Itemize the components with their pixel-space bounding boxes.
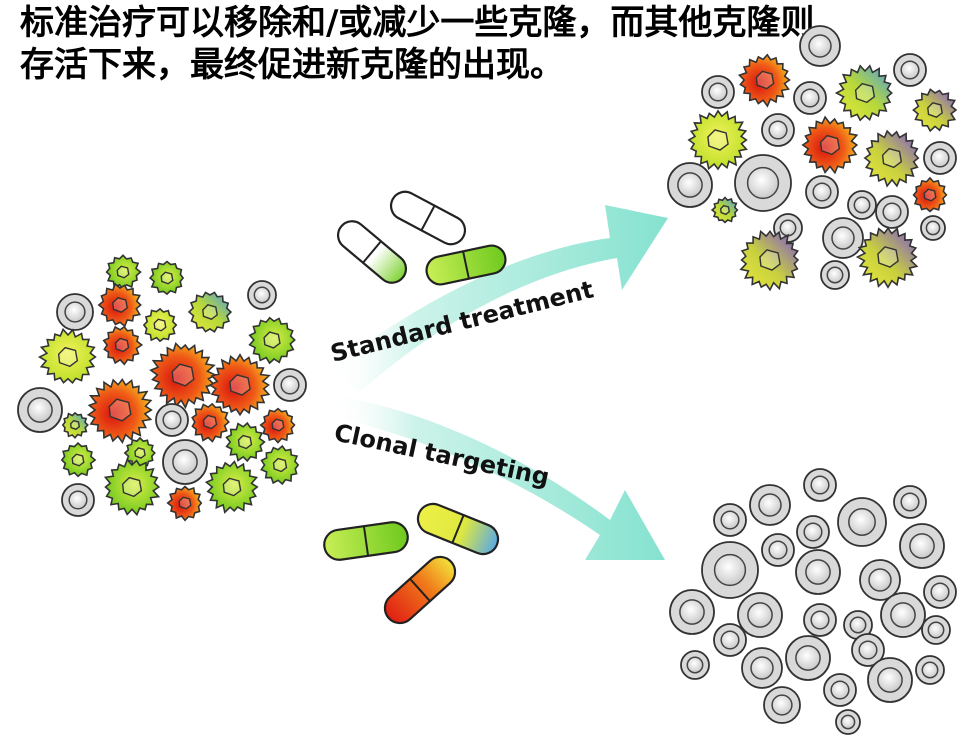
initial-tumor-cluster	[17, 254, 307, 522]
normal-cell-icon	[823, 673, 857, 707]
tumor-cell-icon	[208, 353, 271, 417]
normal-cell-icon	[793, 81, 827, 115]
normal-cell-icon	[803, 468, 837, 502]
tumor-cell-icon	[166, 485, 203, 522]
tumor-cell-icon	[855, 226, 919, 289]
tumor-cell-icon	[834, 64, 893, 122]
normal-cell-icon	[799, 25, 841, 67]
normal-cell-icon	[893, 485, 927, 519]
normal-cell-icon	[899, 523, 945, 569]
tumor-cell-icon	[60, 441, 97, 478]
normal-cell-icon	[273, 368, 307, 402]
normal-cell-icon	[17, 387, 63, 433]
tumor-cell-icon	[863, 129, 920, 188]
tumor-cell-icon	[105, 254, 142, 291]
capsule-icon	[336, 220, 408, 284]
tumor-cell-icon	[260, 444, 300, 486]
normal-cell-icon	[247, 280, 277, 310]
normal-cell-icon	[820, 260, 850, 290]
normal-cell-icon	[921, 615, 951, 645]
normal-cell-icon	[741, 647, 783, 689]
tumor-cell-icon	[86, 378, 153, 444]
tumor-cell-icon	[148, 260, 185, 296]
caption: 标准治疗可以移除和/或减少一些克隆，而其他克隆则 存活下来，最终促进新克隆的出现…	[20, 2, 960, 86]
normal-cell-icon	[859, 559, 901, 601]
arrow-standard-treatment	[330, 205, 668, 392]
tumor-cell-icon	[687, 109, 748, 171]
normal-cell-icon	[867, 657, 913, 703]
normal-cell-icon	[796, 515, 830, 549]
tumor-cell-icon	[97, 282, 142, 328]
tumor-cell-icon	[259, 407, 296, 444]
normal-cell-icon	[875, 195, 909, 229]
caption-line-2: 存活下来，最终促进新克隆的出现。	[20, 45, 564, 85]
normal-cell-icon	[795, 549, 841, 595]
caption-line-1: 标准治疗可以移除和/或减少一些克隆，而其他克隆则	[20, 3, 815, 43]
tumor-cell-icon	[912, 176, 948, 213]
tumor-cell-icon	[61, 411, 89, 440]
normal-cell-icon	[734, 154, 792, 212]
tumor-cell-icon	[912, 88, 958, 133]
normal-cell-icon	[851, 633, 885, 667]
normal-cell-icon	[880, 592, 926, 638]
capsule-icon	[389, 190, 467, 246]
normal-cell-icon	[915, 655, 945, 685]
tumor-cell-icon	[149, 341, 218, 410]
tumor-cell-icon	[739, 229, 800, 292]
capsule-icon	[323, 521, 409, 561]
tumor-cell-icon	[102, 325, 144, 366]
normal-cell-icon	[805, 175, 839, 209]
tumor-cell-icon	[225, 421, 266, 463]
normal-cell-icon	[701, 541, 759, 599]
capsule-icon	[425, 244, 507, 286]
normal-cell-icon	[773, 213, 803, 243]
tumor-cell-icon	[187, 291, 233, 333]
normal-cell-icon	[847, 190, 877, 220]
normal-cell-icon	[923, 575, 957, 609]
capsule-icon	[416, 502, 500, 556]
normal-cell-icon	[763, 686, 801, 724]
normal-cell-icon	[669, 589, 715, 635]
normal-cell-icon	[893, 53, 927, 87]
normal-cell-icon	[737, 592, 783, 638]
tumor-cell-icon	[710, 196, 739, 224]
arrow-clonal-targeting	[330, 395, 665, 560]
normal-cell-icon	[162, 439, 208, 485]
normal-cell-icon	[785, 635, 831, 681]
normal-cell-icon	[837, 497, 887, 547]
normal-cell-icon	[761, 533, 795, 567]
normal-cell-icon	[822, 217, 864, 259]
normal-cell-icon	[835, 709, 861, 735]
tumor-cell-icon	[801, 115, 859, 175]
normal-cell-icon	[56, 293, 94, 331]
standard-treatment-result-cluster	[667, 25, 958, 292]
tumor-cell-icon	[248, 316, 296, 365]
normal-cell-icon	[761, 113, 795, 147]
capsule-icon	[383, 555, 457, 625]
tumor-cell-icon	[737, 53, 791, 108]
tumor-cell-icon	[103, 458, 161, 517]
tumor-cell-icon	[37, 327, 97, 384]
tumor-cell-icon	[123, 436, 156, 470]
tumor-cell-icon	[142, 307, 178, 343]
tumor-cell-icon	[191, 402, 230, 443]
normal-cell-icon	[61, 483, 95, 517]
normal-cell-icon	[701, 75, 735, 109]
normal-cell-icon	[155, 403, 189, 437]
normal-cell-icon	[680, 650, 710, 680]
clonal-targeting-result-cluster	[669, 468, 957, 735]
normal-cell-icon	[713, 623, 747, 657]
normal-cell-icon	[749, 484, 791, 526]
normal-cell-icon	[713, 503, 747, 537]
normal-cell-icon	[803, 603, 837, 637]
normal-cell-icon	[923, 141, 957, 175]
normal-cell-icon	[667, 162, 713, 208]
normal-cell-icon	[920, 215, 946, 241]
tumor-cell-icon	[204, 460, 259, 514]
